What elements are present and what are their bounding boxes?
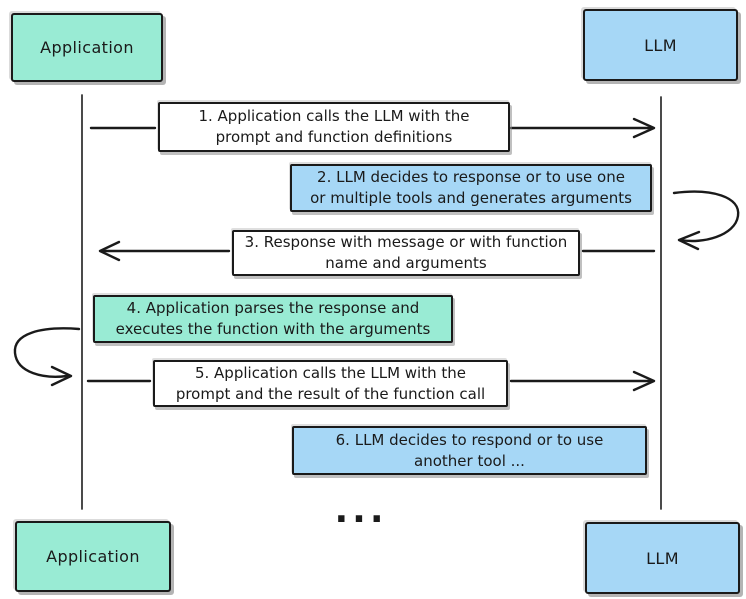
message-text: 1. Application calls the LLM with the pr… — [198, 107, 470, 146]
arrowhead-left-icon — [98, 240, 121, 262]
arrow-step1-app-to-llm — [89, 117, 656, 139]
actor-label: Application — [46, 547, 140, 566]
message-text: 4. Application parses the response and e… — [115, 299, 431, 338]
message-step-5: 5. Application calls the LLM with the pr… — [153, 360, 508, 407]
self-loop-application — [13, 327, 81, 387]
arrowhead-right-icon — [632, 370, 656, 392]
message-step-1: 1. Application calls the LLM with the pr… — [158, 102, 510, 152]
continuation-ellipsis: ... — [334, 490, 388, 531]
actor-llm-bottom: LLM — [585, 522, 740, 594]
message-text: 6. LLM decides to respond or to use anot… — [335, 430, 604, 470]
message-step-4: 4. Application parses the response and e… — [93, 295, 453, 343]
arrow-step3-llm-to-app — [98, 240, 656, 262]
arrowhead-left-icon — [677, 230, 701, 251]
message-step-3: 3. Response with message or with functio… — [232, 230, 580, 276]
actor-application-bottom: Application — [15, 521, 171, 592]
arrowhead-right-icon — [50, 365, 73, 387]
message-text: 3. Response with message or with functio… — [244, 233, 568, 272]
message-step-6: 6. LLM decides to respond or to use anot… — [292, 426, 647, 475]
actor-label: LLM — [644, 35, 677, 55]
actor-application-top: Application — [11, 13, 163, 82]
actor-llm-top: LLM — [583, 9, 738, 81]
actor-label: LLM — [646, 548, 679, 568]
message-step-2: 2. LLM decides to response or to use one… — [290, 164, 652, 212]
self-loop-llm — [672, 190, 740, 251]
arrow-step5-app-to-llm — [86, 370, 656, 392]
arrowhead-right-icon — [632, 117, 656, 139]
message-text: 5. Application calls the LLM with the pr… — [175, 363, 486, 403]
message-text: 2. LLM decides to response or to use one… — [310, 168, 632, 207]
actor-label: Application — [40, 38, 134, 57]
